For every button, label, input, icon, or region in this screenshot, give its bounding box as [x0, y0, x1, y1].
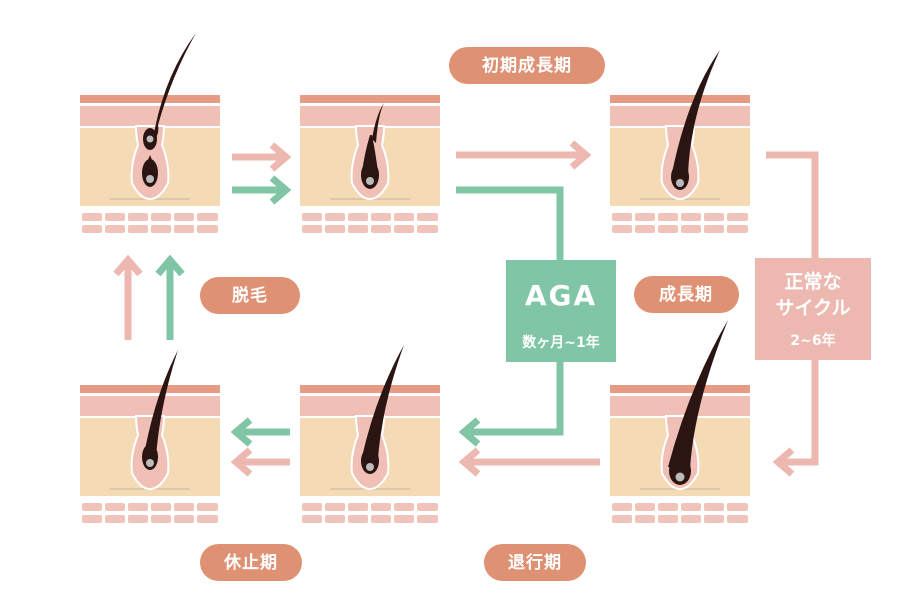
svg-text:成長期: 成長期: [659, 284, 713, 305]
normal-line1: 正常な: [784, 270, 841, 293]
panel-shedding-new-hair: [79, 33, 221, 234]
aga-duration: 数ヶ月~1年: [522, 334, 599, 351]
label-shedding: 脱毛: [200, 277, 300, 314]
panel-early-growth: [299, 94, 441, 234]
green-arrows: [155, 175, 564, 447]
aga-box: AGA 数ヶ月~1年: [506, 260, 616, 362]
panel-resting: [79, 350, 221, 524]
svg-text:休止期: 休止期: [223, 552, 278, 573]
hair-icon: [672, 50, 720, 175]
aga-title: AGA: [525, 279, 597, 312]
svg-text:脱毛: 脱毛: [232, 285, 268, 306]
label-growth: 成長期: [634, 276, 739, 313]
panel-growth-top: [609, 50, 751, 234]
label-early-growth: 初期成長期: [449, 47, 605, 84]
label-resting: 休止期: [200, 544, 302, 581]
svg-text:退行期: 退行期: [508, 552, 562, 573]
hair-icon: [149, 33, 196, 143]
normal-duration: 2~6年: [790, 332, 835, 349]
panel-regression: [299, 345, 441, 524]
panel-growth-bottom: [609, 320, 751, 524]
normal-line2: サイクル: [775, 297, 850, 319]
label-regression: 退行期: [484, 544, 586, 581]
svg-text:初期成長期: 初期成長期: [482, 55, 572, 76]
normal-cycle-box: 正常な サイクル 2~6年: [755, 258, 871, 360]
pink-arrows: [113, 140, 819, 477]
